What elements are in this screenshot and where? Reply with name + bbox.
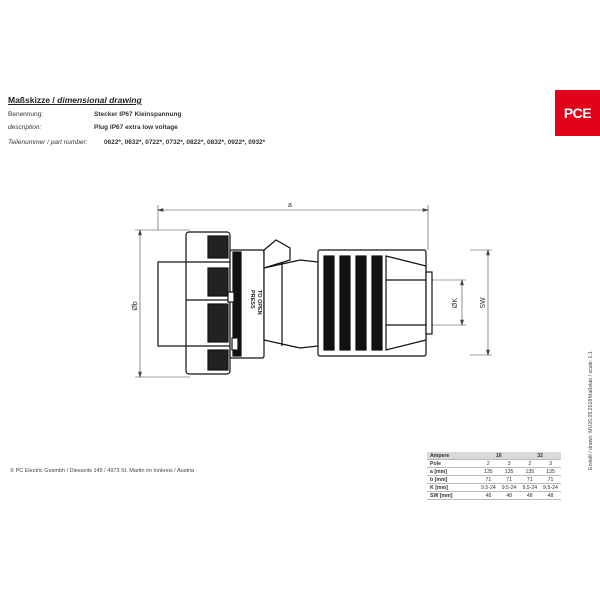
grip-rib (207, 235, 229, 259)
dim-a-label: a (288, 202, 292, 209)
scale-text: Maßstab / scale: 1:1 (588, 351, 594, 398)
header-key: Benennung: (8, 111, 44, 118)
gland-tip (425, 271, 433, 335)
latch-small (231, 337, 239, 351)
ampere-label: Ampere (427, 452, 478, 460)
cell: 71 (540, 475, 561, 484)
cell: 9,5-24 (519, 483, 541, 492)
header-row-name: Benennung: Stecker IP67 Kleinspannung (8, 111, 181, 118)
dim-a-arrow-right (422, 208, 430, 212)
gland-cone (385, 255, 427, 351)
title-en: dimensional drawing (57, 95, 142, 105)
dim-b-arrow-top (138, 228, 142, 236)
dim-b-arrow-bottom (138, 371, 142, 379)
plug-collar (227, 239, 291, 359)
drawn-by-text: Erstellt / drawn: MU20.09.2018 (588, 398, 594, 470)
dimension-b (135, 228, 190, 379)
copyright-notice: © PC Electric Gesmbh / Diesseits 145 / 4… (10, 468, 195, 474)
spec-table: Ampere 16 32 Pole 2 3 2 3 a [mm] 135 135… (427, 452, 561, 500)
drawing-title: Maßskizze / dimensional drawing (8, 95, 142, 105)
cell: 135 (540, 467, 561, 476)
cell: 48 (498, 491, 520, 500)
header-row-part-number: Teilenummer / part number: 0622*, 0632*, … (8, 139, 265, 146)
cell: 9,5-24 (498, 483, 520, 492)
table-row-ampere: Ampere 16 32 (427, 452, 561, 460)
cell: 71 (498, 475, 520, 484)
collar-band (232, 251, 242, 357)
logo-text: PCE (563, 105, 592, 121)
header-value: Plug IP67 extra low voltage (94, 124, 178, 131)
press-button (263, 239, 291, 269)
dim-sw-label: SW (480, 297, 487, 309)
cell: 9,5-24 (540, 483, 561, 492)
cell: 135 (519, 467, 541, 476)
cell: 71 (478, 475, 499, 484)
dim-k-arrow-bottom (460, 319, 464, 327)
cell: 48 (519, 491, 541, 500)
press-label: PRESS (249, 290, 255, 309)
ampere-value: 32 (519, 452, 561, 460)
header-value: Stecker IP67 Kleinspannung (94, 111, 182, 118)
header-key: Teilenummer / part number: (8, 139, 88, 146)
plug-front-coupler (157, 231, 231, 375)
dim-sw-arrow-top (486, 248, 490, 256)
cable-gland (317, 249, 433, 357)
header-row-description: description: Plug IP67 extra low voltage (8, 124, 178, 131)
cell: 3 (540, 459, 561, 468)
row-label: b [mm] (427, 475, 478, 484)
cell: 135 (478, 467, 499, 476)
dim-k-label: ØK (452, 298, 459, 308)
cell: 9,5-24 (478, 483, 499, 492)
cell: 2 (478, 459, 499, 468)
neck-body (263, 259, 319, 349)
gland-rib (323, 255, 335, 351)
ampere-value: 16 (478, 452, 520, 460)
dim-k-arrow-top (460, 278, 464, 286)
table-row: Pole 2 3 2 3 (427, 459, 561, 468)
title-de: Maßskizze / (8, 95, 55, 105)
plug-neck (263, 259, 319, 349)
table-row: SW [mm] 48 48 48 48 (427, 491, 561, 500)
dim-b-label: Øb (132, 301, 139, 310)
plug-drawing: a Øb SW ØK P (132, 202, 492, 379)
gland-rib (339, 255, 351, 351)
row-label: Pole (427, 459, 478, 468)
pce-logo: PCE (555, 90, 600, 136)
table-row: K [mm] 9,5-24 9,5-24 9,5-24 9,5-24 (427, 483, 561, 492)
latch-small (227, 291, 235, 303)
dimension-k (430, 278, 466, 327)
dim-a-arrow-left (156, 208, 164, 212)
table-row: a [mm] 135 135 135 135 (427, 467, 561, 476)
cell: 48 (478, 491, 499, 500)
grip-rib (207, 303, 229, 343)
row-label: a [mm] (427, 467, 478, 476)
gland-rib (371, 255, 383, 351)
front-face (157, 261, 191, 347)
cell: 71 (519, 475, 541, 484)
dimension-sw (470, 248, 492, 357)
cell: 3 (498, 459, 520, 468)
dim-sw-arrow-bottom (486, 349, 490, 357)
row-label: SW [mm] (427, 491, 478, 500)
header-key: description: (8, 124, 42, 131)
table-row: b [mm] 71 71 71 71 (427, 475, 561, 484)
header-value: 0622*, 0632*, 0722*, 0732*, 0822*, 0832*… (104, 139, 266, 146)
dimension-a (156, 205, 430, 250)
grip-rib (207, 349, 229, 371)
cell: 48 (540, 491, 561, 500)
press-label: TO OPEN (256, 290, 262, 315)
row-label: K [mm] (427, 483, 478, 492)
cell: 2 (519, 459, 541, 468)
grip-rib (207, 267, 229, 297)
gland-rib (355, 255, 367, 351)
cell: 135 (498, 467, 520, 476)
